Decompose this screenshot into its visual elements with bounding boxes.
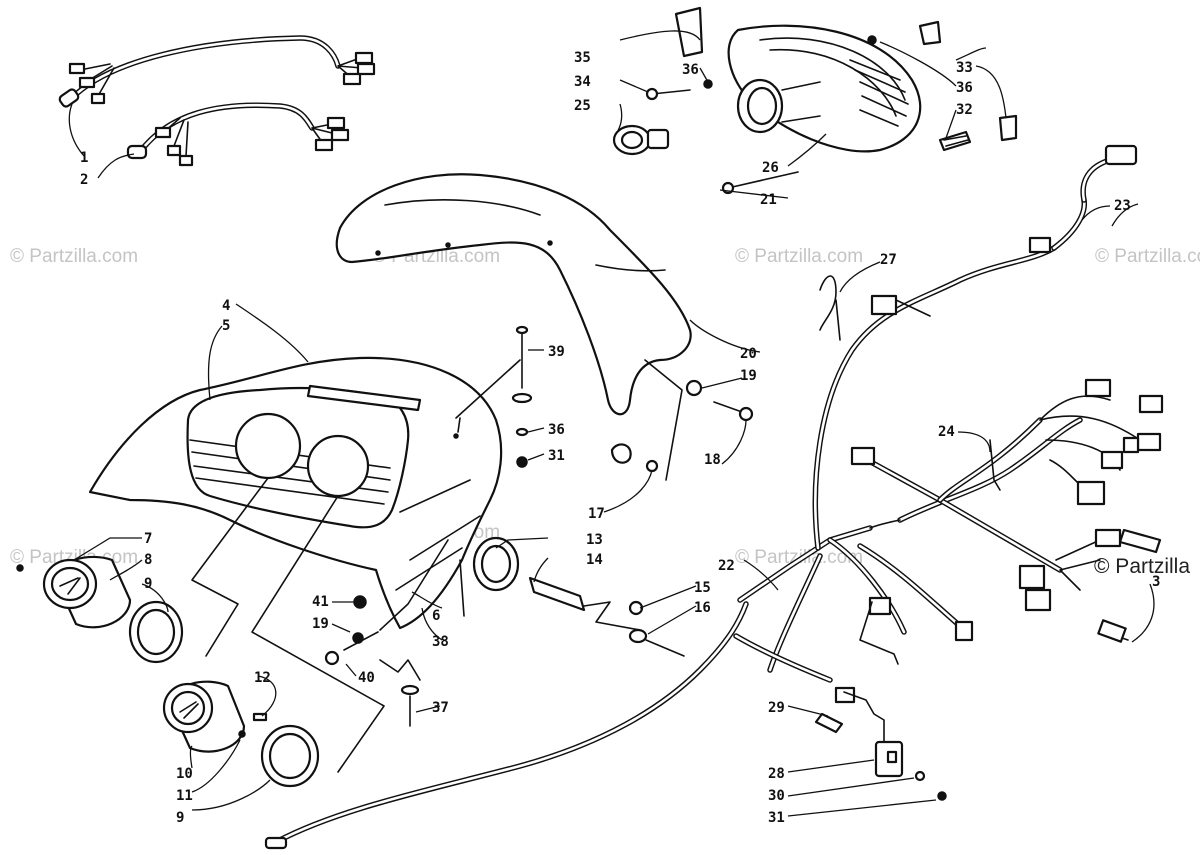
callout-4: 4 <box>222 298 230 314</box>
callout-21: 21 <box>760 192 777 208</box>
callout-15: 15 <box>694 580 711 596</box>
switch-assembly <box>814 691 947 801</box>
callout-20: 20 <box>740 346 757 362</box>
callout-6: 6 <box>432 608 440 624</box>
windshield <box>335 173 692 416</box>
gauge-upper <box>16 555 184 664</box>
headlight-housing <box>727 24 922 153</box>
headlight-lens-plate <box>674 6 704 58</box>
callout-19-windshield: 19 <box>740 368 757 384</box>
leader-lines <box>68 30 1155 817</box>
main-wiring-harness <box>733 144 1164 704</box>
callout-10: 10 <box>176 766 193 782</box>
gauge-lower <box>162 680 320 788</box>
callout-37: 37 <box>432 700 449 716</box>
callout-31-dash: 31 <box>548 448 565 464</box>
callout-19-dash: 19 <box>312 616 329 632</box>
callout-26: 26 <box>762 160 779 176</box>
callout-16: 16 <box>694 600 711 616</box>
callout-32: 32 <box>956 102 973 118</box>
callout-14: 14 <box>586 552 603 568</box>
callout-3: 3 <box>1152 574 1160 590</box>
callout-38: 38 <box>432 634 449 650</box>
callout-36-headlight: 36 <box>682 62 699 78</box>
callout-12: 12 <box>254 670 271 686</box>
dash-hardware <box>324 325 754 727</box>
callout-2: 2 <box>80 172 88 188</box>
callout-29: 29 <box>768 700 785 716</box>
callout-5: 5 <box>222 318 230 334</box>
callout-23: 23 <box>1114 198 1131 214</box>
headlight-hardware <box>645 20 1018 195</box>
throttle-cable-parts <box>528 576 685 657</box>
callout-36-bracket: 36 <box>956 80 973 96</box>
callout-33: 33 <box>956 60 973 76</box>
callout-41: 41 <box>312 594 329 610</box>
watermark: © Partzilla.com <box>735 246 863 267</box>
callout-34: 34 <box>574 74 591 90</box>
dash-panel <box>88 356 503 630</box>
bulb-socket <box>612 124 670 156</box>
callout-39: 39 <box>548 344 565 360</box>
callout-28: 28 <box>768 766 785 782</box>
callout-27: 27 <box>880 252 897 268</box>
callout-9-lower: 9 <box>176 810 184 826</box>
callout-25: 25 <box>574 98 591 114</box>
callout-36-dash: 36 <box>548 422 565 438</box>
watermark-edge: © Partzilla <box>1094 555 1190 578</box>
watermark: © Partzilla.com <box>1095 246 1200 267</box>
callout-1: 1 <box>80 150 88 166</box>
callout-8: 8 <box>144 552 152 568</box>
callout-7: 7 <box>144 531 152 547</box>
callout-13: 13 <box>586 532 603 548</box>
callout-24: 24 <box>938 424 955 440</box>
watermark: © Partzilla.com <box>10 246 138 267</box>
callout-17: 17 <box>588 506 605 522</box>
callout-9-upper: 9 <box>144 576 152 592</box>
callout-18: 18 <box>704 452 721 468</box>
callout-31-switch: 31 <box>768 810 785 826</box>
callout-30: 30 <box>768 788 785 804</box>
callout-40: 40 <box>358 670 375 686</box>
pigtail-harness-2 <box>126 102 350 167</box>
speedometer-cable <box>264 601 749 850</box>
pigtail-harness-1 <box>58 35 376 108</box>
callout-35: 35 <box>574 50 591 66</box>
gauge-guide-lines <box>191 477 385 773</box>
callout-22: 22 <box>718 558 735 574</box>
callout-11: 11 <box>176 788 193 804</box>
callout-labels: 1 2 3 4 5 6 7 8 9 10 11 9 12 13 14 15 16… <box>80 50 1160 826</box>
